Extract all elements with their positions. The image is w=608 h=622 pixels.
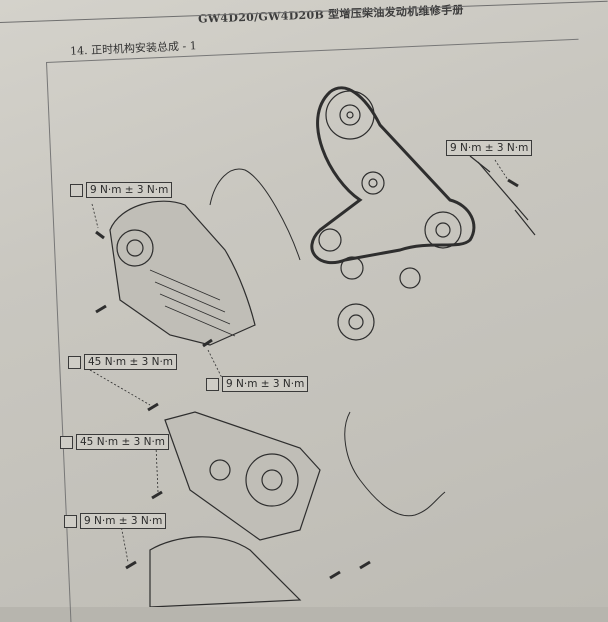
torque-wrench-icon	[70, 183, 83, 197]
bolt	[95, 230, 105, 240]
torque-value: 9 N·m ± 3 N·m	[86, 182, 173, 198]
torque-wrench-icon	[60, 435, 73, 449]
bolt	[329, 570, 341, 580]
idler-small-1	[318, 228, 342, 252]
torque-value: 9 N·m ± 3 N·m	[222, 376, 309, 392]
bolt	[359, 560, 371, 570]
seal-wire-lower	[344, 411, 446, 517]
idler-small-3	[399, 267, 421, 289]
bolt	[147, 402, 159, 412]
torque-label-c: 9 N·m ± 3 N·m	[206, 376, 309, 392]
torque-label-f: 9 N·m ± 3 N·m	[64, 513, 167, 529]
torque-wrench-icon	[64, 514, 77, 528]
torque-label-d: 45 N·m ± 3 N·m	[68, 354, 178, 370]
idler-small-2	[340, 256, 364, 280]
camshaft-pulley	[325, 90, 375, 140]
torque-wrench-icon	[68, 355, 81, 369]
tensioner-pulley	[361, 171, 385, 195]
bolt	[151, 490, 163, 500]
seal-wire-upper	[209, 168, 301, 261]
bolt	[95, 304, 107, 314]
upper-timing-cover	[109, 200, 256, 346]
tensioner-rod	[477, 161, 529, 221]
torque-label-a: 9 N·m ± 3 N·m	[70, 182, 173, 198]
crankshaft-sprocket	[337, 303, 375, 341]
torque-label-e: 45 N·m ± 3 N·m	[60, 434, 170, 450]
middle-timing-cover	[164, 411, 321, 541]
torque-label-b: 9 N·m ± 3 N·m	[446, 140, 533, 156]
torque-value: 45 N·m ± 3 N·m	[84, 354, 178, 370]
torque-value: 45 N·m ± 3 N·m	[76, 434, 170, 450]
bolt	[507, 178, 519, 188]
torque-value: 9 N·m ± 3 N·m	[446, 140, 533, 156]
torque-wrench-icon	[206, 377, 219, 391]
timing-belt	[310, 86, 476, 265]
lower-timing-cover	[149, 536, 302, 607]
idler-pulley	[424, 211, 462, 249]
exploded-view-diagram	[89, 86, 536, 607]
torque-value: 9 N·m ± 3 N·m	[80, 513, 167, 529]
bolt	[202, 338, 213, 348]
bolt	[125, 560, 137, 570]
